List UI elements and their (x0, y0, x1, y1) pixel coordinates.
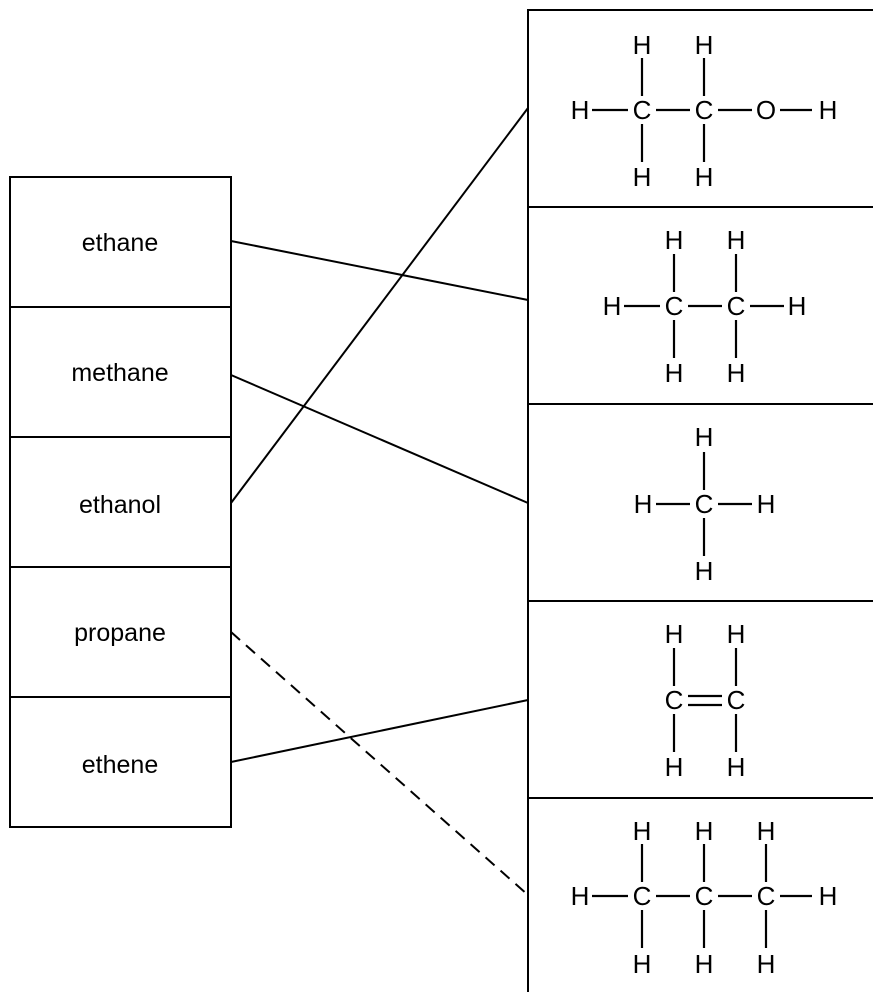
atom-label: H (665, 225, 684, 255)
structure-ethanol: H C C O H H H H H (571, 30, 838, 192)
atom-label: C (665, 685, 684, 715)
atom-label: H (695, 30, 714, 60)
name-label-ethane: ethane (82, 229, 158, 257)
atom-label: H (788, 291, 807, 321)
atom-label: C (633, 881, 652, 911)
atom-label: H (665, 752, 684, 782)
name-column: ethane methane ethanol propane ethene (9, 176, 232, 828)
atom-label: H (633, 30, 652, 60)
atom-label: H (819, 881, 838, 911)
structure-ethane: H C C H H H H H (603, 225, 807, 388)
structure-box-5 (527, 797, 873, 992)
link-ethanol (230, 107, 529, 504)
atom-label: C (695, 489, 714, 519)
name-box-ethane (9, 176, 232, 308)
link-ethane (230, 240, 529, 301)
atom-label: H (634, 489, 653, 519)
atom-label: H (727, 619, 746, 649)
atom-label: H (819, 95, 838, 125)
structure-column (527, 9, 873, 992)
atom-label: H (665, 358, 684, 388)
structure-box-1 (527, 9, 873, 208)
atom-label: C (633, 95, 652, 125)
structure-propane: H C C C H H H H H H H (571, 816, 838, 979)
name-box-ethene (9, 696, 232, 828)
name-label-methane: methane (71, 359, 168, 387)
atom-label: H (665, 619, 684, 649)
atom-label: H (757, 489, 776, 519)
atom-label: H (727, 752, 746, 782)
atom-label: H (727, 225, 746, 255)
atom-label: H (633, 162, 652, 192)
atom-label: H (757, 949, 776, 979)
atom-label: H (757, 816, 776, 846)
atom-label: C (695, 881, 714, 911)
atom-label: O (756, 95, 776, 125)
link-ethene (230, 699, 529, 763)
atom-label: H (695, 162, 714, 192)
atom-label: C (727, 685, 746, 715)
atom-label: H (603, 291, 622, 321)
name-label-ethene: ethene (82, 751, 158, 779)
atom-label: H (695, 816, 714, 846)
structure-methane: H C H H H (634, 422, 776, 586)
atom-label: H (633, 816, 652, 846)
atom-label: H (695, 949, 714, 979)
name-label-ethanol: ethanol (79, 491, 161, 519)
atom-label: C (757, 881, 776, 911)
atom-label: C (727, 291, 746, 321)
atom-label: H (695, 556, 714, 586)
connection-lines (230, 107, 529, 896)
name-box-propane (9, 566, 232, 698)
link-methane (230, 374, 529, 504)
atom-label: H (695, 422, 714, 452)
structure-ethene: C C H H H H (665, 619, 746, 782)
name-box-ethanol (9, 436, 232, 568)
name-label-propane: propane (74, 619, 166, 647)
structure-box-4 (527, 600, 873, 799)
atom-label: H (571, 95, 590, 125)
name-box-methane (9, 306, 232, 438)
atom-label: H (633, 949, 652, 979)
atom-label: H (727, 358, 746, 388)
atom-label: C (665, 291, 684, 321)
link-propane (230, 631, 529, 896)
atom-label: H (571, 881, 590, 911)
atom-label: C (695, 95, 714, 125)
